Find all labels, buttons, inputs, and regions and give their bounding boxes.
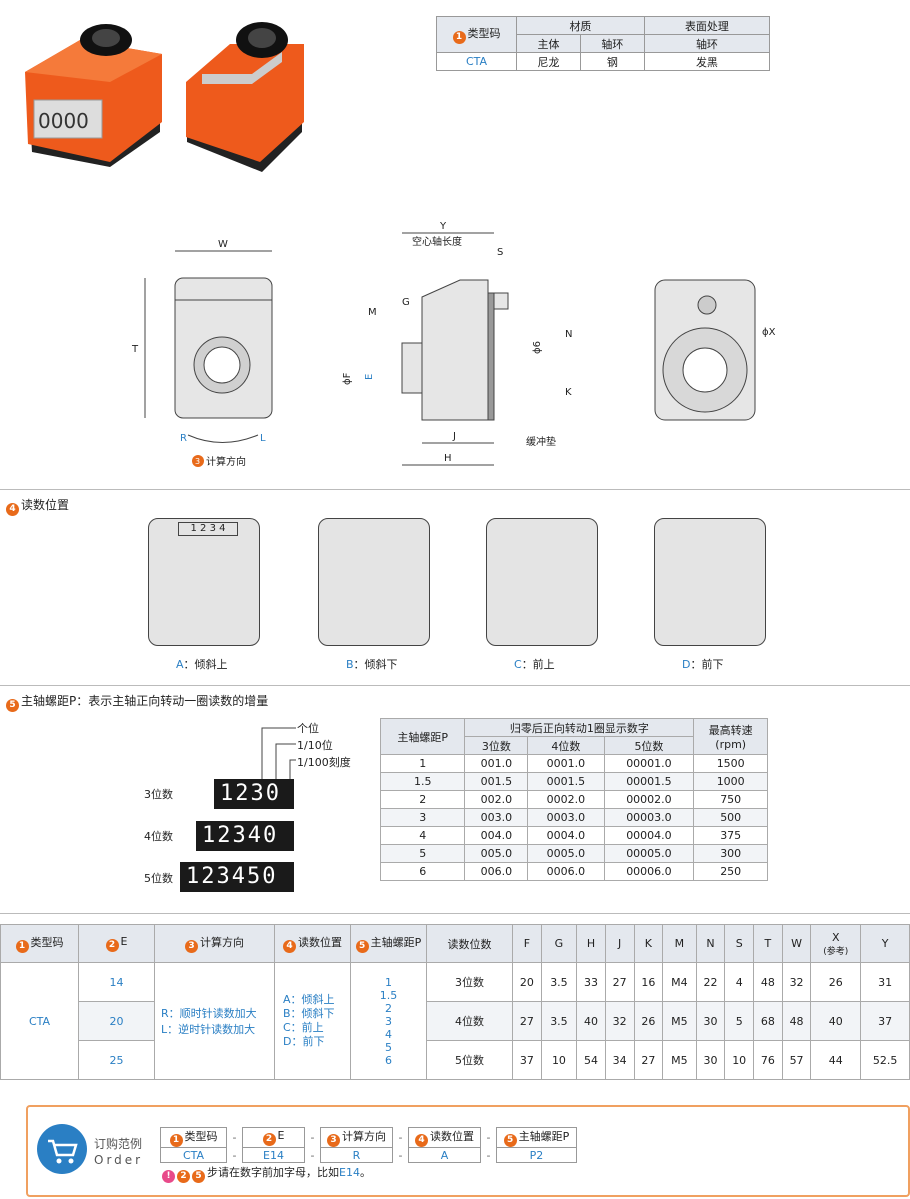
spec-header: G xyxy=(540,924,578,963)
display-5-digit: 123450 xyxy=(180,862,294,892)
order-title-en: Order xyxy=(94,1153,144,1167)
svg-text:S: S xyxy=(497,247,503,258)
svg-text:N: N xyxy=(565,329,572,340)
svg-text:Y: Y xyxy=(439,221,447,232)
legend-lines xyxy=(261,727,296,780)
spec-header: T xyxy=(753,924,783,963)
display-3-digit: 1230 xyxy=(214,779,294,809)
svg-text:E: E xyxy=(364,374,375,380)
svg-text:L: L xyxy=(260,433,266,444)
spec-header: S xyxy=(724,924,755,963)
spec-header: M xyxy=(662,924,697,963)
svg-text:3: 3 xyxy=(195,457,200,466)
spec-header: N xyxy=(695,924,726,963)
cart-icon xyxy=(37,1124,87,1174)
svg-text:R: R xyxy=(180,433,187,444)
spec-header: 读数位数 xyxy=(425,924,514,963)
spec-header: F xyxy=(512,924,542,963)
spec-header: K xyxy=(633,924,664,963)
product-photo-1: 0000 xyxy=(25,24,162,167)
svg-text:J: J xyxy=(452,431,456,442)
spec-header: Y xyxy=(860,924,910,963)
order-title: 订购范例 xyxy=(94,1137,143,1151)
pitch-legend-hundredths: 1/100刻度 xyxy=(297,756,351,769)
svg-text:M: M xyxy=(368,307,377,318)
technical-drawing: W T R L 3 计算方向 Y 空心轴长度 S G M ϕF E ϕ6 N K… xyxy=(131,221,776,468)
read-position-view-c: C：前上 xyxy=(486,518,606,671)
read-position-view-b: B：倾斜下 xyxy=(318,518,438,671)
pitch-legend-tenths: 1/10位 xyxy=(297,739,333,752)
svg-text:计算方向: 计算方向 xyxy=(206,455,246,468)
row-label-3: 3位数 xyxy=(144,788,173,801)
svg-text:T: T xyxy=(131,344,139,355)
svg-text:0000: 0000 xyxy=(38,109,89,133)
svg-text:缓冲垫: 缓冲垫 xyxy=(526,435,556,448)
product-photo-2 xyxy=(186,22,304,172)
spec-header: X(参考) xyxy=(810,924,862,963)
svg-text:K: K xyxy=(565,387,572,398)
svg-text:G: G xyxy=(402,297,410,308)
row-label-4: 4位数 xyxy=(144,830,173,843)
spec-header: J xyxy=(604,924,635,963)
read-position-view-d: D：前下 xyxy=(654,518,774,671)
spec-header: H xyxy=(576,924,606,963)
read-position-label: B：倾斜下 xyxy=(346,658,398,671)
svg-text:空心轴长度: 空心轴长度 xyxy=(412,235,462,248)
svg-text:ϕF: ϕF xyxy=(342,372,353,385)
read-position-label: C：前上 xyxy=(514,658,555,671)
svg-text:ϕ6: ϕ6 xyxy=(532,341,543,354)
svg-text:ϕX: ϕX xyxy=(762,327,776,338)
display-4-digit: 12340 xyxy=(196,821,294,851)
read-position-label: D：前下 xyxy=(682,658,724,671)
spec-header: W xyxy=(781,924,812,963)
pitch-legend-ones: 个位 xyxy=(297,722,319,735)
read-position-label: A：倾斜上 xyxy=(176,658,228,671)
svg-text:H: H xyxy=(444,453,452,464)
row-label-5: 5位数 xyxy=(144,872,173,885)
svg-text:W: W xyxy=(218,239,228,250)
